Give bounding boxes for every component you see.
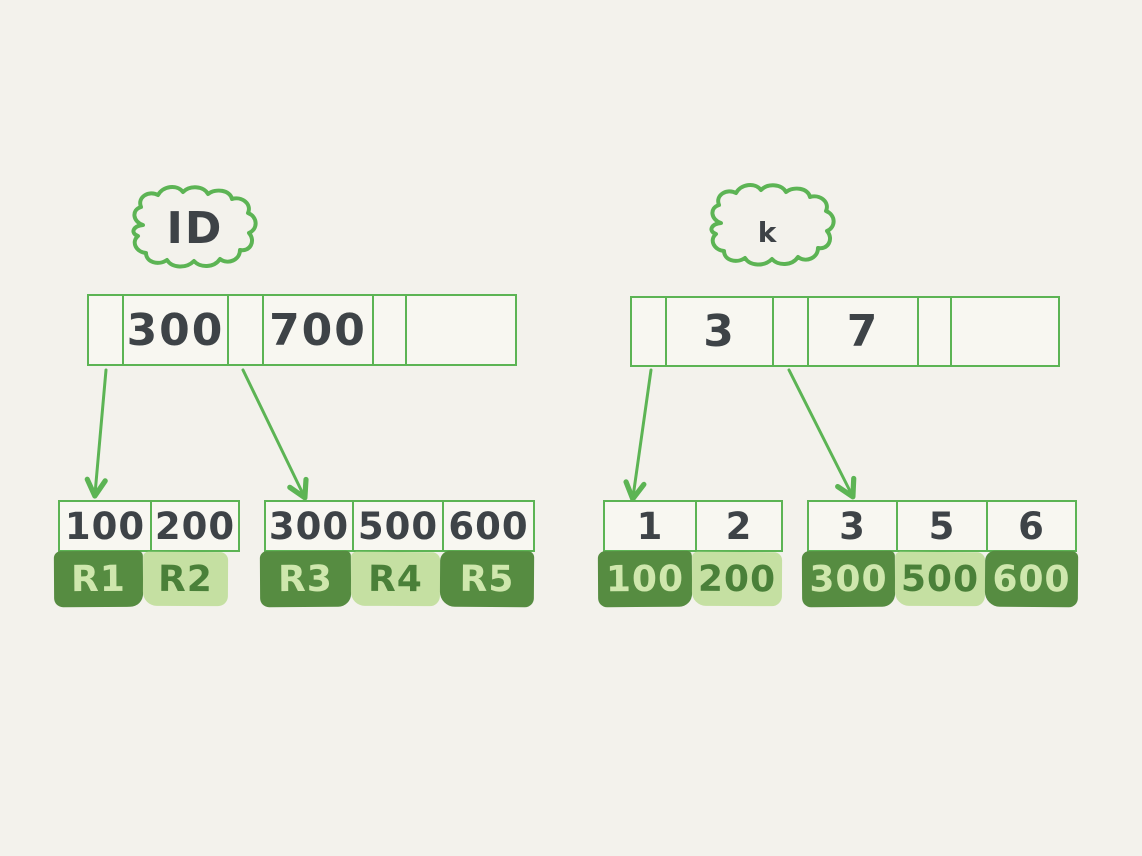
leaf-key-cell: 6 bbox=[1018, 504, 1045, 548]
left-cloud-label: ID bbox=[166, 202, 224, 254]
leaf-key-cell: 3 bbox=[809, 502, 898, 550]
left-leaf-2-records: R3 R4 R5 bbox=[259, 550, 535, 608]
root-cell-pointer bbox=[632, 298, 667, 365]
right-pointer-arrow-1 bbox=[623, 368, 653, 502]
left-leaf-1-keys: 100 200 bbox=[58, 500, 240, 552]
leaf-key-cell: 1 bbox=[605, 502, 697, 550]
leaf-key-cell: 5 bbox=[898, 502, 988, 550]
left-root-node: 300 700 bbox=[87, 294, 517, 366]
record-cell: 200 bbox=[691, 551, 783, 607]
leaf-key-cell: 2 bbox=[725, 504, 753, 548]
right-root-node: 3 7 bbox=[630, 296, 1060, 367]
record-cell: 500 bbox=[894, 551, 986, 607]
record-cell: R2 bbox=[142, 551, 229, 607]
root-cell-key: 7 bbox=[809, 298, 919, 365]
root-cell-pointer bbox=[229, 296, 264, 364]
right-cloud-label: k bbox=[757, 215, 779, 249]
left-leaf-1-records: R1 R2 bbox=[53, 550, 229, 608]
right-leaf-1-keys: 1 2 bbox=[603, 500, 783, 552]
right-leaf-1-records: 100 200 bbox=[597, 550, 783, 608]
leaf-key-cell: 100 bbox=[60, 502, 152, 550]
leaf-key-cell: 200 bbox=[154, 504, 236, 548]
record-cell: 600 bbox=[984, 550, 1079, 608]
leaf-key-cell: 300 bbox=[266, 502, 354, 550]
root-cell-pointer bbox=[774, 298, 809, 365]
record-cell: R4 bbox=[350, 551, 441, 607]
right-leaf-2-records: 300 500 600 bbox=[801, 550, 1079, 608]
root-cell-key: 700 bbox=[264, 296, 374, 364]
record-cell: 300 bbox=[801, 550, 896, 608]
left-pointer-arrow-2 bbox=[241, 368, 309, 501]
root-cell-key: 3 bbox=[667, 298, 774, 365]
record-cell: R3 bbox=[259, 550, 352, 608]
root-cell-key bbox=[952, 298, 1058, 365]
record-cell: R5 bbox=[439, 550, 535, 608]
leaf-key-cell: 500 bbox=[354, 502, 444, 550]
root-cell-pointer bbox=[89, 296, 124, 364]
record-cell: 100 bbox=[597, 550, 693, 608]
right-leaf-2-keys: 3 5 6 bbox=[807, 500, 1077, 552]
right-pointer-arrow-2 bbox=[787, 368, 857, 500]
root-cell-pointer bbox=[374, 296, 407, 364]
root-cell-pointer bbox=[919, 298, 952, 365]
record-cell: R1 bbox=[53, 550, 144, 608]
leaf-key-cell: 600 bbox=[448, 504, 529, 548]
left-pointer-arrow-1 bbox=[84, 368, 108, 499]
root-cell-key bbox=[407, 296, 515, 364]
root-cell-key: 300 bbox=[124, 296, 229, 364]
left-leaf-2-keys: 300 500 600 bbox=[264, 500, 535, 552]
